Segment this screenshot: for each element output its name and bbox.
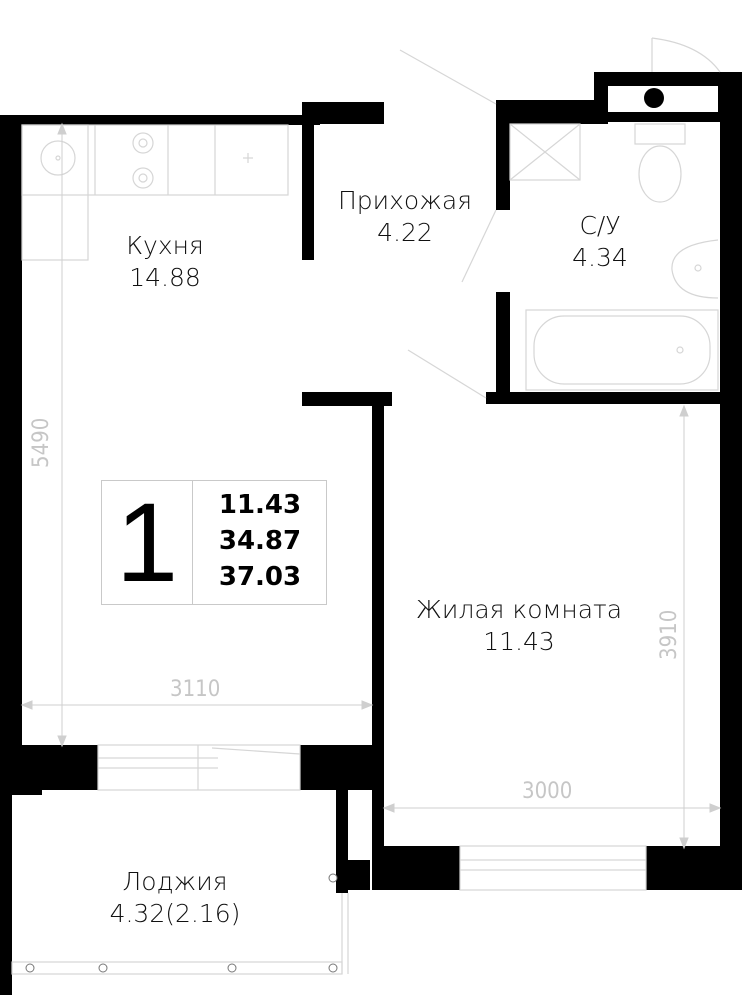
room-bathroom: С/У 4.34	[550, 210, 650, 274]
room-area: 4.32(2.16)	[109, 899, 241, 928]
vent-riser	[608, 86, 718, 112]
room-area: 4.22	[377, 218, 433, 247]
dimension-lines	[20, 122, 722, 850]
living-area-value: 11.43	[218, 490, 302, 520]
room-living: Жилая комната 11.43	[386, 594, 652, 658]
total-area-value: 34.87	[218, 526, 302, 556]
walls	[0, 72, 742, 995]
area-list: 11.43 34.87 37.03	[194, 487, 326, 595]
room-name: Лоджия	[122, 867, 228, 896]
dimension-living-height: 3910	[657, 609, 682, 660]
room-loggia: Лоджия 4.32(2.16)	[85, 866, 265, 930]
total-with-loggia-value: 37.03	[218, 562, 302, 592]
fixtures	[11, 37, 721, 975]
room-name: Жилая комната	[415, 595, 623, 624]
dimension-kitchen-width: 3110	[170, 677, 221, 702]
room-kitchen: Кухня 14.88	[95, 230, 235, 294]
dimension-living-width: 3000	[522, 779, 573, 804]
room-area: 4.34	[572, 243, 628, 272]
apartment-summary-badge: 1 11.43 34.87 37.03	[101, 480, 327, 605]
room-name: С/У	[579, 211, 621, 240]
loggia-rail-bolts	[25, 873, 338, 973]
room-area: 14.88	[129, 263, 201, 292]
dimension-kitchen-height: 5490	[29, 417, 54, 468]
room-name: Кухня	[126, 231, 204, 260]
room-name: Прихожая	[337, 186, 473, 215]
room-hallway: Прихожая 4.22	[315, 185, 495, 249]
rooms-count: 1	[102, 481, 193, 604]
room-area: 11.43	[483, 627, 555, 656]
